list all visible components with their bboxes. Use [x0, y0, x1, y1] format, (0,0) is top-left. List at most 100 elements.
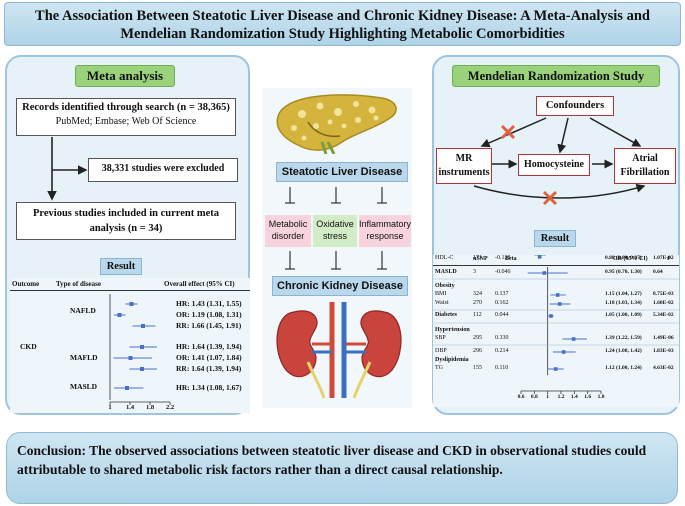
mr-p: 1.83E-03 — [653, 348, 674, 354]
mr-tick-label: 0.6 — [517, 394, 525, 400]
excluded-text: 38,331 studies were excluded — [101, 163, 225, 174]
homocysteine-text: Homocysteine — [524, 159, 584, 170]
mechanism-oxidative: Oxidative stress — [313, 215, 357, 247]
meta-forest-plot: Outcome Type of disease Overall effect (… — [10, 278, 250, 413]
mr-p: 4.63E-02 — [653, 365, 674, 371]
forest-point — [117, 313, 122, 317]
forest-group-mafld: MAFLD — [70, 353, 98, 362]
steatotic-label: Steatotic Liver Disease — [276, 162, 408, 182]
meta-forest-marks — [109, 294, 171, 405]
mr-header-nsnp: nSNP — [473, 256, 488, 262]
forest-header-rule — [10, 290, 250, 291]
mr-beta: 0.214 — [495, 348, 509, 354]
mr-row-label: Waist — [435, 300, 449, 306]
mr-or: 1.12 (1.00, 1.24) — [605, 365, 642, 371]
forest-effect-label: OR: 1.41 (1.07, 1.84) — [176, 353, 242, 362]
forest-tick-label: 1.8 — [145, 404, 155, 411]
mechanism-metabolic: Metabolic disorder — [265, 215, 311, 247]
mechanism-oxidative-text: Oxidative stress — [316, 219, 354, 241]
atrial-fibrillation-text: Atrial Fibrillation — [620, 153, 670, 178]
mr-beta: 0.110 — [495, 365, 509, 371]
forest-effect-label: HR: 1.43 (1.31, 1.55) — [176, 299, 242, 308]
mr-point — [553, 367, 558, 371]
mr-header-p: P — [667, 256, 671, 262]
ckd-text: Chronic Kidney Disease — [277, 280, 403, 292]
forest-point — [129, 302, 134, 306]
meta-result-text: Result — [106, 261, 136, 272]
mr-or: 1.05 (1.00, 1.09) — [605, 312, 642, 318]
mr-or: 1.39 (1.22, 1.59) — [605, 335, 642, 341]
mr-or: 0.88 (0.80, 0.97) — [605, 255, 642, 261]
mechanism-inflammatory-text: Inflammatory response — [359, 219, 412, 241]
mr-group-label: Dyslipidemia — [435, 357, 469, 363]
forest-point — [125, 386, 129, 390]
mr-point — [555, 293, 560, 297]
arrow-confounders-to-af — [589, 117, 642, 147]
included-box: Previous studies included in current met… — [16, 202, 236, 240]
forest-header-type: Type of disease — [56, 280, 101, 288]
liver-illustration — [276, 94, 397, 154]
meta-result-label: Result — [100, 258, 142, 275]
records-box: Records identified through search (n = 3… — [16, 98, 236, 136]
kidney-illustration — [276, 302, 402, 399]
mr-nsnp: 3 — [473, 269, 476, 275]
mr-beta: 0.330 — [495, 335, 509, 341]
forest-effect-label: OR: 1.19 (1.08, 1.31) — [176, 310, 242, 319]
mr-heading-text: Mendelian Randomization Study — [467, 69, 645, 83]
center-arrows — [285, 187, 387, 270]
mr-row-label: TG — [435, 365, 443, 371]
forest-tick-label: 1 — [108, 404, 112, 411]
meta-analysis-heading: Meta analysis — [75, 65, 175, 87]
mr-heading: Mendelian Randomization Study — [452, 65, 660, 87]
mr-header-rule — [433, 265, 679, 266]
mr-instruments-text: MR instruments — [438, 153, 490, 178]
mr-beta: 0.044 — [495, 312, 509, 318]
mr-beta: 0.162 — [495, 300, 509, 306]
meta-flow-arrows — [47, 137, 88, 201]
forest-point — [141, 324, 145, 328]
mr-or: 1.18 (1.03, 1.34) — [605, 300, 642, 306]
mr-point — [537, 255, 542, 259]
forest-tick-label: 1.4 — [125, 404, 135, 411]
forest-point — [140, 367, 144, 371]
atrial-fibrillation-box: Atrial Fibrillation — [614, 148, 676, 184]
mechanism-inflammatory: Inflammatory response — [359, 215, 411, 247]
mr-nsnp: 324 — [473, 291, 482, 297]
mr-point — [549, 314, 553, 318]
arrow-confounders-to-instruments — [480, 117, 547, 148]
arrow-confounders-to-homocysteine — [557, 117, 569, 154]
mr-tick-label: 1.4 — [570, 394, 578, 400]
mr-beta: -0.046 — [495, 269, 511, 275]
records-sources: PubMed; Embase; Web Of Science — [55, 116, 197, 127]
forest-point — [140, 345, 144, 349]
mr-instruments-box: MR instruments — [436, 148, 492, 184]
mr-tick-label: 0.8 — [530, 394, 538, 400]
mr-point — [557, 302, 562, 306]
mr-header-beta: Beta — [505, 256, 517, 262]
mr-nsnp: 155 — [473, 365, 482, 371]
forest-effect-label: HR: 1.34 (1.08, 1.67) — [176, 383, 242, 392]
mr-tick-label: 1 — [546, 394, 550, 400]
mr-point — [561, 350, 566, 354]
mr-p: 5.34E-02 — [653, 312, 674, 318]
mr-tick-label: 1.2 — [557, 394, 565, 400]
mr-p: 8.75E-03 — [653, 291, 674, 297]
forest-outcome-ckd: CKD — [20, 342, 37, 351]
conclusion-text: Conclusion: The observed associations be… — [17, 443, 647, 477]
homocysteine-box: Homocysteine — [518, 154, 590, 176]
mr-header-or: OR (95% CI) — [613, 256, 648, 262]
mr-row-label: HDL-C — [435, 255, 454, 261]
confounders-text: Confounders — [545, 100, 605, 111]
mr-row-label: Diabetes — [435, 312, 457, 318]
forest-effect-label: RR: 1.64 (1.39, 1.94) — [176, 364, 242, 373]
mr-nsnp: 295 — [473, 335, 482, 341]
mr-p: 1.07E-02 — [653, 255, 674, 261]
forest-effect-label: RR: 1.66 (1.45, 1.91) — [176, 321, 242, 330]
meta-analysis-heading-text: Meta analysis — [86, 68, 164, 83]
ckd-label: Chronic Kidney Disease — [272, 276, 408, 296]
page-title: The Association Between Steatotic Liver … — [35, 8, 650, 42]
mr-beta: 0.137 — [495, 291, 509, 297]
mr-nsnp: 112 — [473, 312, 482, 318]
steatotic-text: Steatotic Liver Disease — [281, 166, 403, 178]
